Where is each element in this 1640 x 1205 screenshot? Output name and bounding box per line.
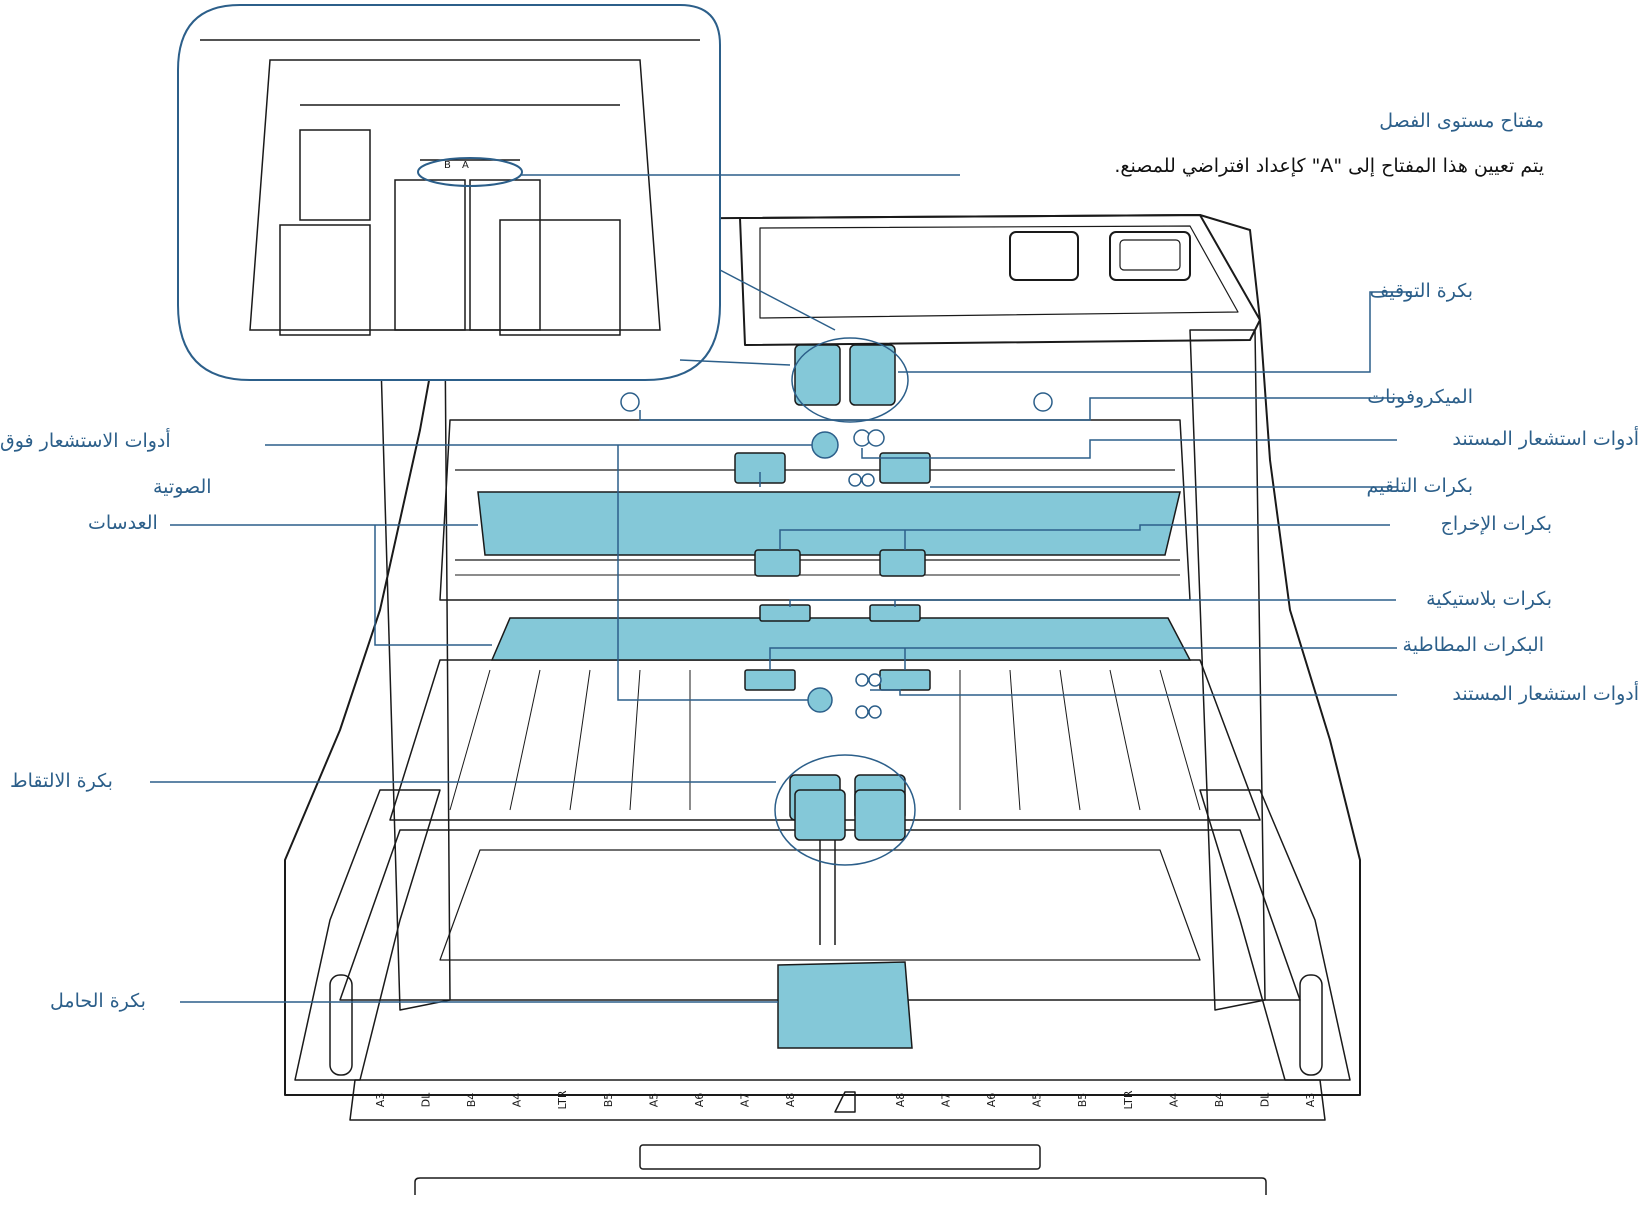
label-feed-rollers: بكرات التلقيم <box>1366 475 1473 497</box>
separation-switch-highlight <box>417 157 523 187</box>
paper-size-mark: A6 <box>693 1093 706 1108</box>
top-switch-left <box>1009 231 1079 281</box>
paper-size-mark: LTR <box>556 1090 569 1109</box>
microphone-left <box>620 392 640 412</box>
document-sensor-bottom-4 <box>868 705 882 719</box>
ultrasonic-sensor-top <box>811 431 839 459</box>
leader-plastic-rollers <box>789 599 1396 607</box>
label-eject-rollers: بكرات الإخراج <box>1440 513 1552 535</box>
label-rubber-rollers: البكرات المطاطية <box>1402 634 1544 656</box>
eject-roller-right <box>879 549 926 577</box>
side-guide-right <box>1199 789 1351 1081</box>
leader-glass <box>170 524 492 646</box>
glass-lower <box>490 617 1192 661</box>
label-pick-roller: بكرة الالتقاط <box>10 770 113 792</box>
label-brake-roller: بكرة التوقيف <box>1369 280 1473 302</box>
paper-size-mark: B4 <box>465 1093 478 1108</box>
pick-roller-right-lower <box>854 789 906 841</box>
paper-size-mark: B4 <box>1213 1093 1226 1108</box>
paper-size-marks: A3 DL B4 A4 LTR B5 A5 A6 A7 A8 A8 A7 A6 A5 B5 LTR A4 B4 DL… <box>374 1090 1317 1109</box>
document-sensor-bottom-3 <box>855 705 869 719</box>
document-sensor-top-2 <box>867 429 885 447</box>
paper-size-mark: DL <box>420 1092 433 1107</box>
label-microphones: الميكروفونات <box>1367 386 1473 408</box>
label-document-sensors-bottom: أدوات استشعار المستند <box>1452 683 1639 705</box>
document-sensor-bottom-1 <box>855 673 869 687</box>
pick-roller-left-lower <box>794 789 846 841</box>
center-mark-icon <box>834 1091 856 1113</box>
inset-mark-b: B <box>444 160 451 171</box>
eject-roller-left <box>754 549 801 577</box>
document-sensor-bottom-2 <box>868 673 882 687</box>
inset-mark-a: A <box>462 160 469 171</box>
paper-size-mark: A3 <box>374 1093 387 1108</box>
leader-microphones <box>639 397 1400 421</box>
paper-size-mark: A5 <box>1031 1093 1044 1108</box>
leader-ultrasonic <box>265 444 812 701</box>
leader-doc-sensors-bottom <box>870 689 1397 696</box>
leader-lines <box>150 174 1412 1003</box>
leader-brake-roller <box>898 291 1412 373</box>
paper-size-mark: A3 <box>1304 1093 1317 1108</box>
leader-eject-rollers <box>779 524 1390 550</box>
label-plastic-rollers: بكرات بلاستيكية <box>1426 588 1552 610</box>
leader-feed-rollers <box>759 472 1397 488</box>
rubber-roller-left <box>744 669 796 691</box>
rubber-roller-right <box>879 669 931 691</box>
paper-size-mark: LTR <box>1122 1090 1135 1109</box>
plastic-roller-left <box>759 604 811 622</box>
paper-size-mark: A4 <box>1167 1093 1180 1108</box>
leader-rubber-rollers <box>769 647 1397 670</box>
front-handle <box>639 1144 1041 1170</box>
plastic-roller-right <box>869 604 921 622</box>
paper-size-mark: A6 <box>985 1093 998 1108</box>
brake-roller-right <box>849 344 896 406</box>
feed-roller-right <box>879 452 931 484</box>
label-ultrasonic-sensors-line2: الصوتية <box>153 476 212 498</box>
paper-size-mark: B5 <box>602 1093 615 1108</box>
paper-size-strip <box>349 1079 1326 1121</box>
paper-size-mark: A8 <box>894 1093 907 1108</box>
paper-size-mark: A8 <box>784 1093 797 1108</box>
brake-roller-left <box>794 344 841 406</box>
label-glass: العدسات <box>88 512 158 534</box>
paper-size-mark: DL <box>1258 1092 1271 1107</box>
leader-doc-sensors-top <box>861 439 1397 459</box>
paper-size-mark: A4 <box>511 1093 524 1108</box>
label-document-sensors-top: أدوات استشعار المستند <box>1452 428 1639 450</box>
paper-size-mark: A7 <box>738 1093 751 1108</box>
separation-switch-title: مفتاح مستوى الفصل <box>1379 110 1544 132</box>
top-switch-right <box>1109 231 1191 281</box>
document-sensor-mid-1 <box>848 473 862 487</box>
paper-size-mark: B5 <box>1076 1093 1089 1108</box>
paper-size-mark: A7 <box>940 1093 953 1108</box>
label-carrier-roller: بكرة الحامل <box>50 990 146 1012</box>
separation-switch-inset: B A <box>177 4 721 381</box>
carrier-roller <box>777 961 913 1049</box>
glass-upper <box>477 491 1181 556</box>
document-sensor-mid-2 <box>861 473 875 487</box>
ultrasonic-sensor-bottom <box>807 687 833 713</box>
paper-size-mark: A5 <box>647 1093 660 1108</box>
side-guide-left <box>294 789 441 1081</box>
label-ultrasonic-sensors-line1: أدوات الاستشعار فوق <box>0 430 171 452</box>
separation-switch-note: يتم تعيين هذا المفتاح إلى "A" كإعداد افت… <box>1114 155 1544 177</box>
microphone-right <box>1033 392 1053 412</box>
